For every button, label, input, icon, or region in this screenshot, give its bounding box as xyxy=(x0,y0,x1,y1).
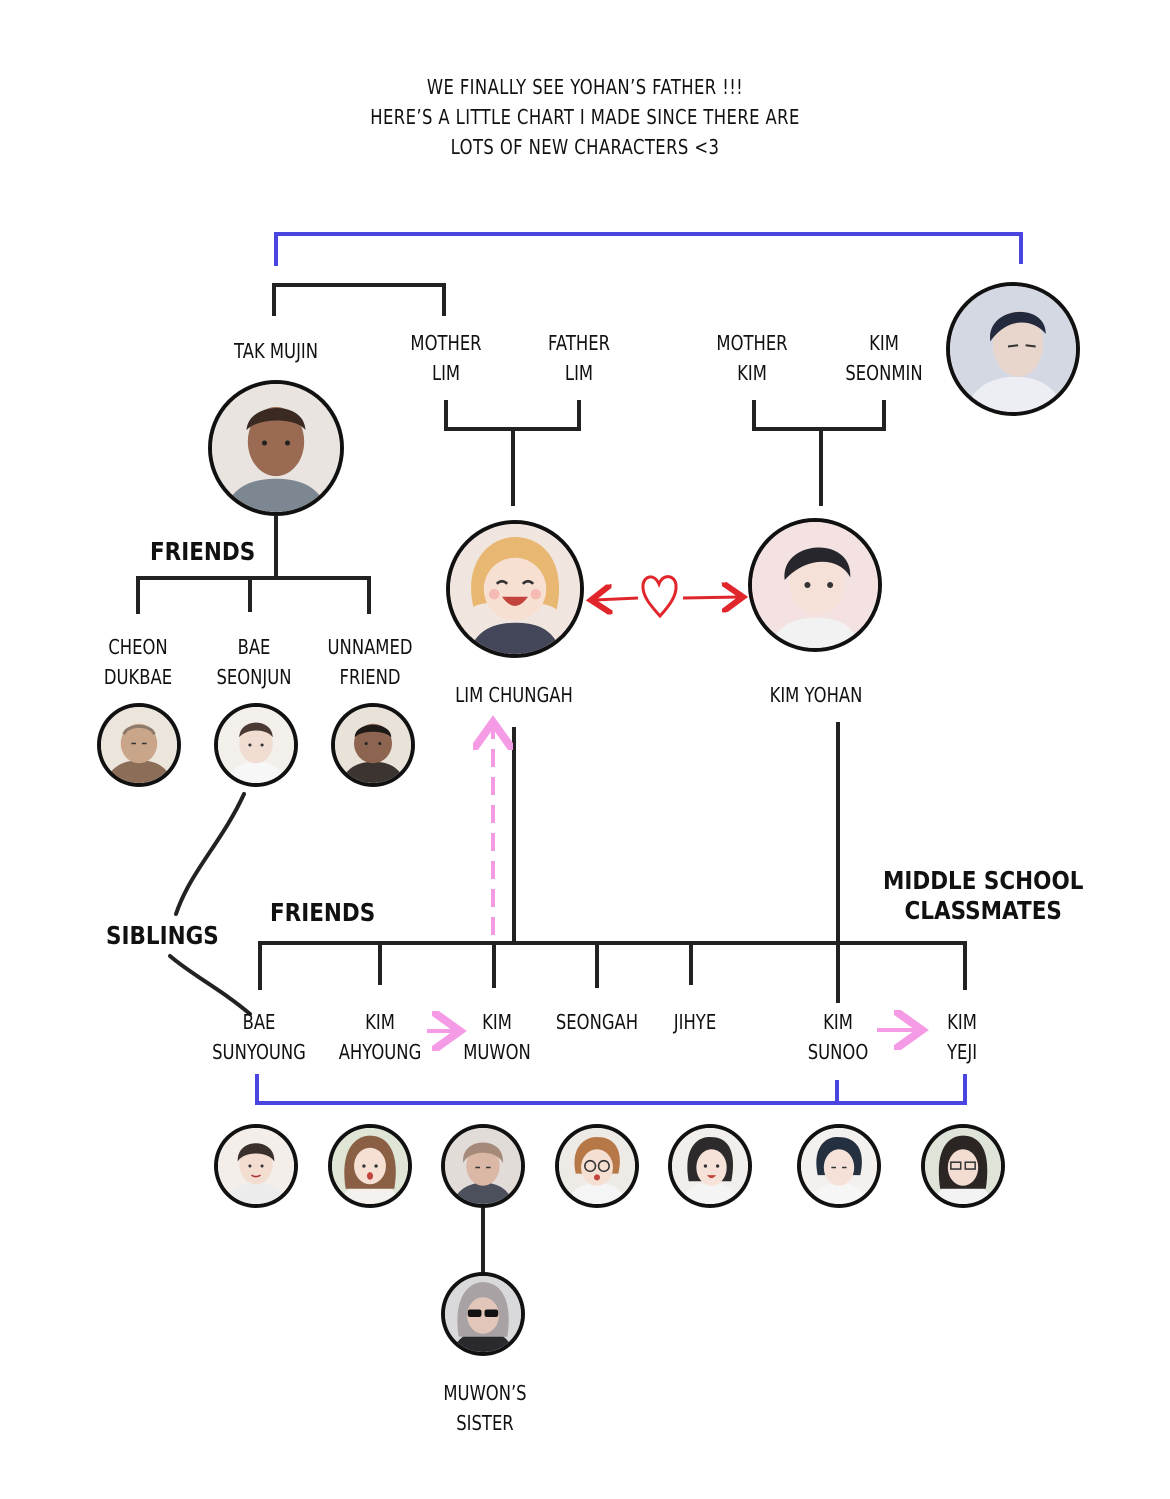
label-cheon-dukbae-line1: CHEON xyxy=(108,635,168,659)
label-tak-mujin: TAK MUJIN xyxy=(233,339,319,363)
blue-link-bottom xyxy=(255,1074,967,1105)
label-bae-sunyoung: BAE SUNYOUNG xyxy=(212,1007,306,1067)
unnamed-friend-avatar xyxy=(331,703,415,787)
label-father-lim-line2: LIM xyxy=(564,361,594,385)
bracket-mujin-friends xyxy=(136,576,371,614)
label-kim-ahyoung: KIM AHYOUNG xyxy=(339,1007,422,1067)
bracket-mujin-motherlim xyxy=(272,283,446,316)
label-kim-seonmin-line1: KIM xyxy=(869,331,899,355)
intro-text: WE FINALLY SEE YOHAN’S FATHER !!! HERE’S… xyxy=(339,72,831,162)
kim-seonmin-avatar xyxy=(946,282,1080,416)
label-bae-seonjun-line1: BAE xyxy=(237,635,271,659)
cheon-dukbae-avatar xyxy=(97,703,181,787)
label-kim-sunoo: KIM SUNOO xyxy=(808,1007,869,1067)
label-kim-muwon-line2: MUWON xyxy=(463,1040,531,1064)
bracket-kim-parents xyxy=(752,400,886,431)
group-label-friends-top: FRIENDS xyxy=(150,537,256,566)
label-father-lim-line1: FATHER xyxy=(548,331,610,355)
label-kim-yeji: KIM YEJI xyxy=(947,1007,977,1067)
group-label-friends-bottom: FRIENDS xyxy=(270,898,376,927)
intro-line-3: LOTS OF NEW CHARACTERS <3 xyxy=(450,135,720,159)
label-mother-lim-line1: MOTHER xyxy=(410,331,482,355)
heart-icon xyxy=(641,575,678,619)
label-kim-ahyoung-line1: KIM xyxy=(365,1010,395,1034)
label-mother-lim: MOTHER LIM xyxy=(410,328,481,388)
label-seongah: SEONGAH xyxy=(555,1010,639,1034)
love-arrow-left xyxy=(594,598,639,600)
label-kim-seonmin: KIM SEONMIN xyxy=(845,328,922,388)
kim-yohan-avatar xyxy=(748,518,882,652)
label-father-lim: FATHER LIM xyxy=(548,328,610,388)
label-muwons-sister: MUWON’S SISTER xyxy=(443,1378,526,1438)
label-cheon-dukbae-line2: DUKBAE xyxy=(103,665,173,689)
label-bae-seonjun: BAE SEONJUN xyxy=(216,632,291,692)
bracket-lim-parents xyxy=(444,400,581,431)
muwons-sister-avatar xyxy=(441,1272,525,1356)
friends-bar xyxy=(258,941,967,990)
label-bae-seonjun-line2: SEONJUN xyxy=(216,665,292,689)
label-kim-muwon: KIM MUWON xyxy=(463,1007,531,1067)
kim-sunoo-avatar xyxy=(797,1124,881,1208)
label-kim-yeji-line1: KIM xyxy=(947,1010,977,1034)
seongah-avatar xyxy=(555,1124,639,1208)
label-unnamed-friend-line2: FRIEND xyxy=(339,665,401,689)
label-muwons-sister-line1: MUWON’S xyxy=(443,1381,527,1405)
label-cheon-dukbae: CHEON DUKBAE xyxy=(104,632,172,692)
label-muwons-sister-line2: SISTER xyxy=(456,1411,514,1435)
label-mother-kim: MOTHER KIM xyxy=(716,328,787,388)
group-label-siblings: SIBLINGS xyxy=(106,921,219,950)
intro-line-2: HERE’S A LITTLE CHART I MADE SINCE THERE… xyxy=(370,105,800,129)
label-unnamed-friend-line1: UNNAMED xyxy=(327,635,413,659)
label-jihye: JIHYE xyxy=(673,1010,717,1034)
label-kim-sunoo-line2: SUNOO xyxy=(807,1040,869,1064)
middle-school-line-2: CLASSMATES xyxy=(904,896,1062,925)
label-lim-chungah: LIM CHUNGAH xyxy=(455,683,573,707)
label-kim-yeji-line2: YEJI xyxy=(946,1040,978,1064)
tak-mujin-avatar xyxy=(208,380,344,516)
label-kim-yohan: KIM YOHAN xyxy=(769,683,863,707)
intro-line-1: WE FINALLY SEE YOHAN’S FATHER !!! xyxy=(426,75,744,99)
label-mother-kim-line1: MOTHER xyxy=(716,331,788,355)
kim-yeji-avatar xyxy=(921,1124,1005,1208)
label-unnamed-friend: UNNAMED FRIEND xyxy=(328,632,413,692)
blue-link-top xyxy=(274,232,1023,266)
label-bae-sunyoung-line1: BAE xyxy=(242,1010,276,1034)
label-kim-ahyoung-line2: AHYOUNG xyxy=(338,1040,422,1064)
love-arrow-right xyxy=(682,597,740,598)
siblings-line xyxy=(168,792,252,1016)
jihye-avatar xyxy=(668,1124,752,1208)
bae-sunyoung-avatar xyxy=(214,1124,298,1208)
lim-chungah-avatar xyxy=(446,520,584,658)
label-bae-sunyoung-line2: SUNYOUNG xyxy=(212,1040,306,1064)
label-mother-kim-line2: KIM xyxy=(737,361,767,385)
label-kim-sunoo-line1: KIM xyxy=(823,1010,853,1034)
label-kim-seonmin-line2: SEONMIN xyxy=(845,361,923,385)
group-label-middle-school: MIDDLE SCHOOL CLASSMATES xyxy=(880,866,1086,926)
kim-ahyoung-avatar xyxy=(328,1124,412,1208)
label-kim-muwon-line1: KIM xyxy=(482,1010,512,1034)
bae-seonjun-avatar xyxy=(214,703,298,787)
label-mother-lim-line2: LIM xyxy=(431,361,461,385)
middle-school-line-1: MIDDLE SCHOOL xyxy=(882,866,1084,895)
kim-muwon-avatar xyxy=(441,1124,525,1208)
